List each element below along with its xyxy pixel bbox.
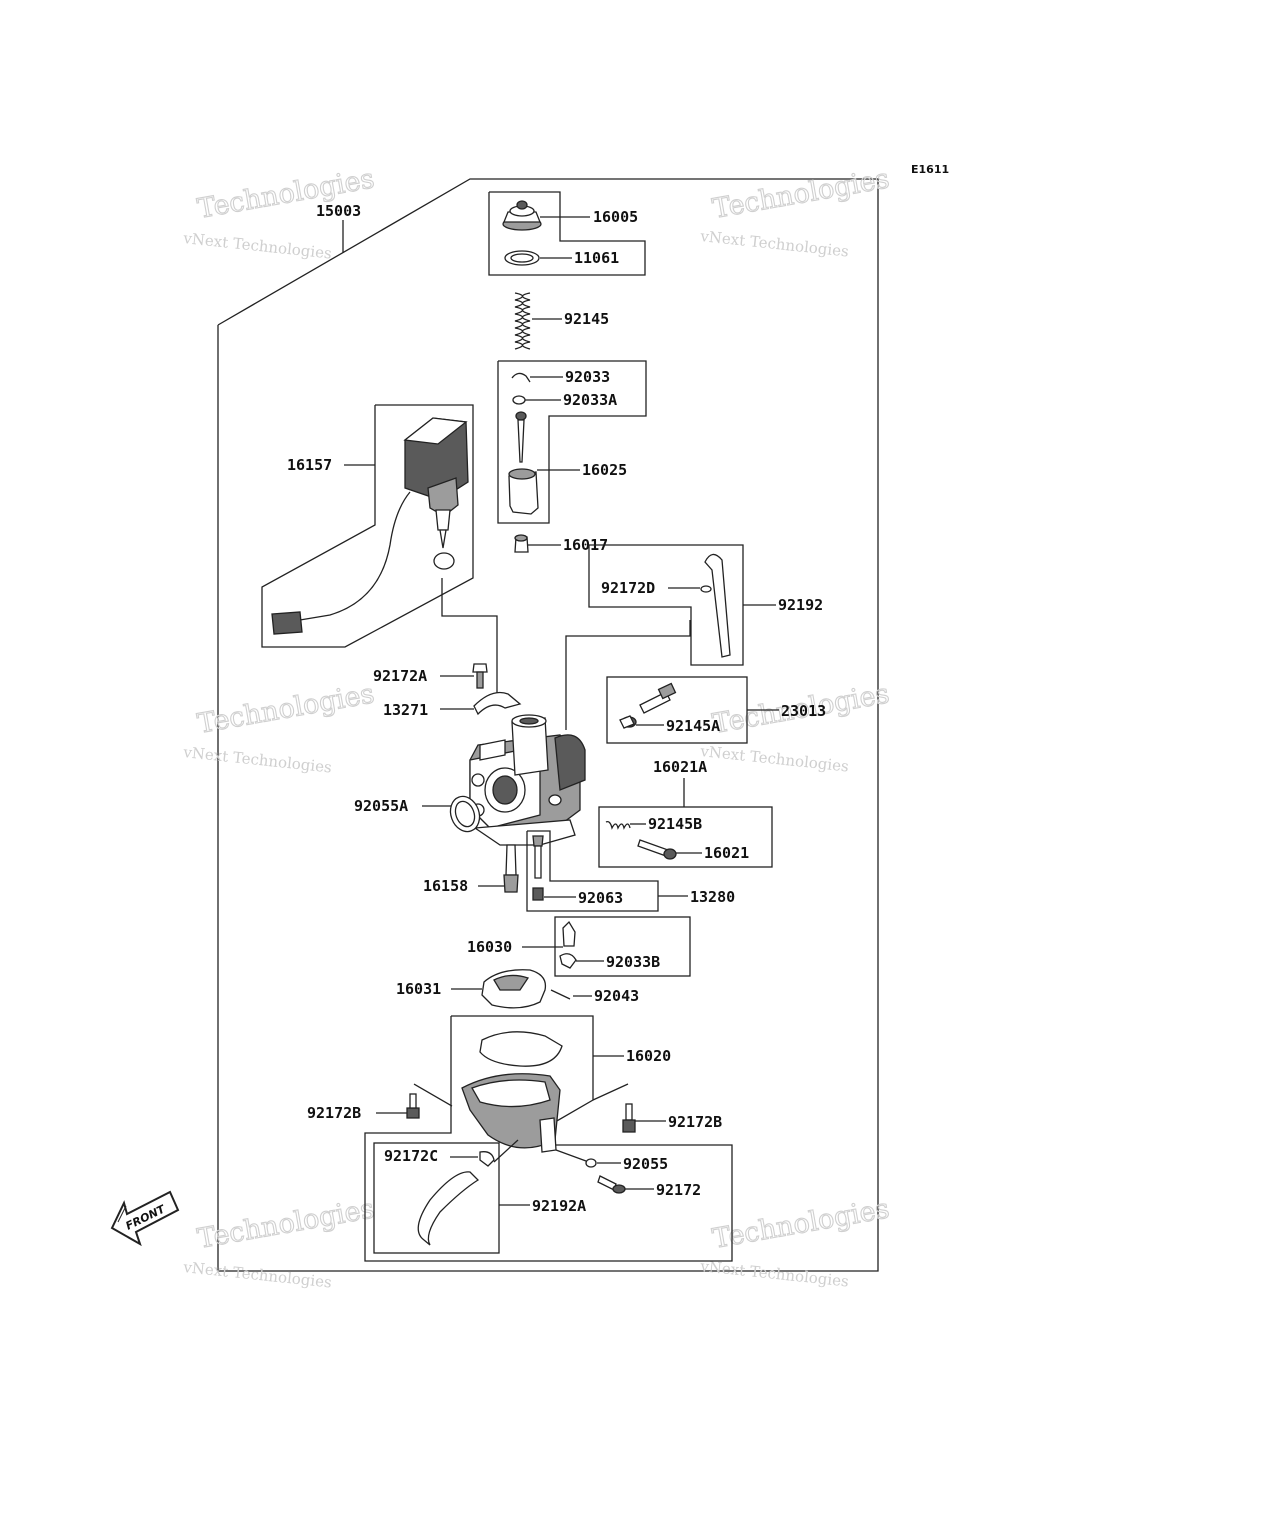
float-pin-icon — [550, 989, 571, 1000]
part-label-92172[interactable]: 92172 — [656, 1181, 701, 1199]
part-label-16021A[interactable]: 16021A — [653, 758, 707, 776]
float-icon — [481, 969, 547, 1009]
part-label-16017[interactable]: 16017 — [563, 536, 608, 554]
part-label-11061[interactable]: 11061 — [574, 249, 619, 267]
watermark-text: vNext Technologies — [699, 1257, 850, 1291]
float-valve-icon — [559, 920, 577, 969]
part-label-92055A[interactable]: 92055A — [354, 797, 408, 815]
part-label-92172B-right[interactable]: 92172B — [668, 1113, 722, 1131]
throttle-valve-icon — [508, 468, 539, 515]
leader-line — [413, 1083, 453, 1107]
carburetor-body-icon — [469, 714, 586, 846]
group-box-16025 — [497, 360, 647, 524]
part-label-16005[interactable]: 16005 — [593, 208, 638, 226]
drain-hose-icon — [417, 1171, 480, 1246]
screw-icon — [622, 1103, 636, 1133]
gasket-ring-icon — [504, 250, 540, 266]
part-label-92145B[interactable]: 92145B — [648, 815, 702, 833]
part-label-16020[interactable]: 16020 — [626, 1047, 671, 1065]
watermark-text: vNext Technologies — [182, 229, 333, 263]
part-label-15003[interactable]: 15003 — [316, 202, 361, 220]
group-box-16021 — [598, 806, 773, 868]
group-box-92192 — [588, 544, 744, 666]
part-label-92033B[interactable]: 92033B — [606, 953, 660, 971]
part-label-16157[interactable]: 16157 — [287, 456, 332, 474]
part-label-23013[interactable]: 23013 — [781, 702, 826, 720]
watermark-text: vNext Technologies — [699, 742, 850, 776]
auto-choke-icon — [271, 417, 469, 635]
part-label-13280[interactable]: 13280 — [690, 888, 735, 906]
part-label-92192A[interactable]: 92192A — [532, 1197, 586, 1215]
part-label-92192[interactable]: 92192 — [778, 596, 823, 614]
group-box-16157 — [261, 404, 474, 648]
leader-line — [555, 1149, 587, 1162]
spring-icon — [514, 292, 531, 350]
watermark-text: vNext Technologies — [182, 743, 333, 777]
o-ring-small-icon — [585, 1158, 597, 1168]
hose-clip-icon — [479, 1151, 495, 1167]
part-label-92145A[interactable]: 92145A — [666, 717, 720, 735]
part-label-13271[interactable]: 13271 — [383, 701, 428, 719]
part-label-92145[interactable]: 92145 — [564, 310, 609, 328]
part-label-92043[interactable]: 92043 — [594, 987, 639, 1005]
part-label-92172D[interactable]: 92172D — [601, 579, 655, 597]
part-label-92055[interactable]: 92055 — [623, 1155, 668, 1173]
main-jet-icon — [532, 835, 544, 901]
clamp-icon — [700, 585, 712, 593]
o-ring-inner — [454, 800, 476, 828]
front-arrow-icon: FRONT — [110, 1190, 180, 1247]
part-label-92172A[interactable]: 92172A — [373, 667, 427, 685]
bracket-plate-icon — [473, 691, 522, 716]
leader-line — [493, 1139, 519, 1163]
hose-icon — [704, 553, 731, 658]
part-label-16030[interactable]: 16030 — [467, 938, 512, 956]
small-spring-icon — [605, 820, 631, 830]
group-box-16005 — [488, 191, 646, 276]
screw-icon — [472, 663, 488, 689]
group-box-92192A — [373, 1142, 500, 1254]
part-label-16031[interactable]: 16031 — [396, 980, 441, 998]
drain-screw-icon — [597, 1175, 626, 1194]
part-label-92172B-left[interactable]: 92172B — [307, 1104, 361, 1122]
watermark-text: vNext Technologies — [699, 227, 850, 261]
needle-jet-icon — [514, 534, 529, 553]
part-label-16025[interactable]: 16025 — [582, 461, 627, 479]
part-label-92063[interactable]: 92063 — [578, 889, 623, 907]
watermark-text: Technologies — [195, 1193, 376, 1255]
watermark-text: Technologies — [710, 1193, 891, 1255]
watermark-text: Technologies — [710, 163, 891, 225]
starter-jet-icon — [503, 844, 519, 893]
cap-icon — [502, 200, 542, 231]
part-label-92033[interactable]: 92033 — [565, 368, 610, 386]
group-box-13280 — [526, 830, 659, 912]
clip-icon — [511, 372, 531, 383]
pilot-screw-icon — [637, 839, 677, 860]
diagram-code: E1611 — [911, 163, 949, 176]
watermark-text: vNext Technologies — [182, 1258, 333, 1292]
part-label-92172C[interactable]: 92172C — [384, 1147, 438, 1165]
part-label-16158[interactable]: 16158 — [423, 877, 468, 895]
part-label-92033A[interactable]: 92033A — [563, 391, 617, 409]
screw-icon — [406, 1093, 420, 1119]
assembly-outline — [217, 178, 879, 1272]
washer-icon — [512, 395, 526, 405]
leader-line — [592, 1083, 629, 1101]
part-label-16021[interactable]: 16021 — [704, 844, 749, 862]
group-box-16020 — [364, 1015, 733, 1262]
float-chamber-icon — [461, 1073, 561, 1153]
jet-needle-icon — [515, 411, 527, 463]
leader-line — [565, 620, 691, 730]
leader-line — [441, 578, 498, 705]
chamber-gasket-icon — [479, 1031, 563, 1067]
screw-assembly-icon — [619, 682, 677, 729]
watermark-text: Technologies — [195, 678, 376, 740]
